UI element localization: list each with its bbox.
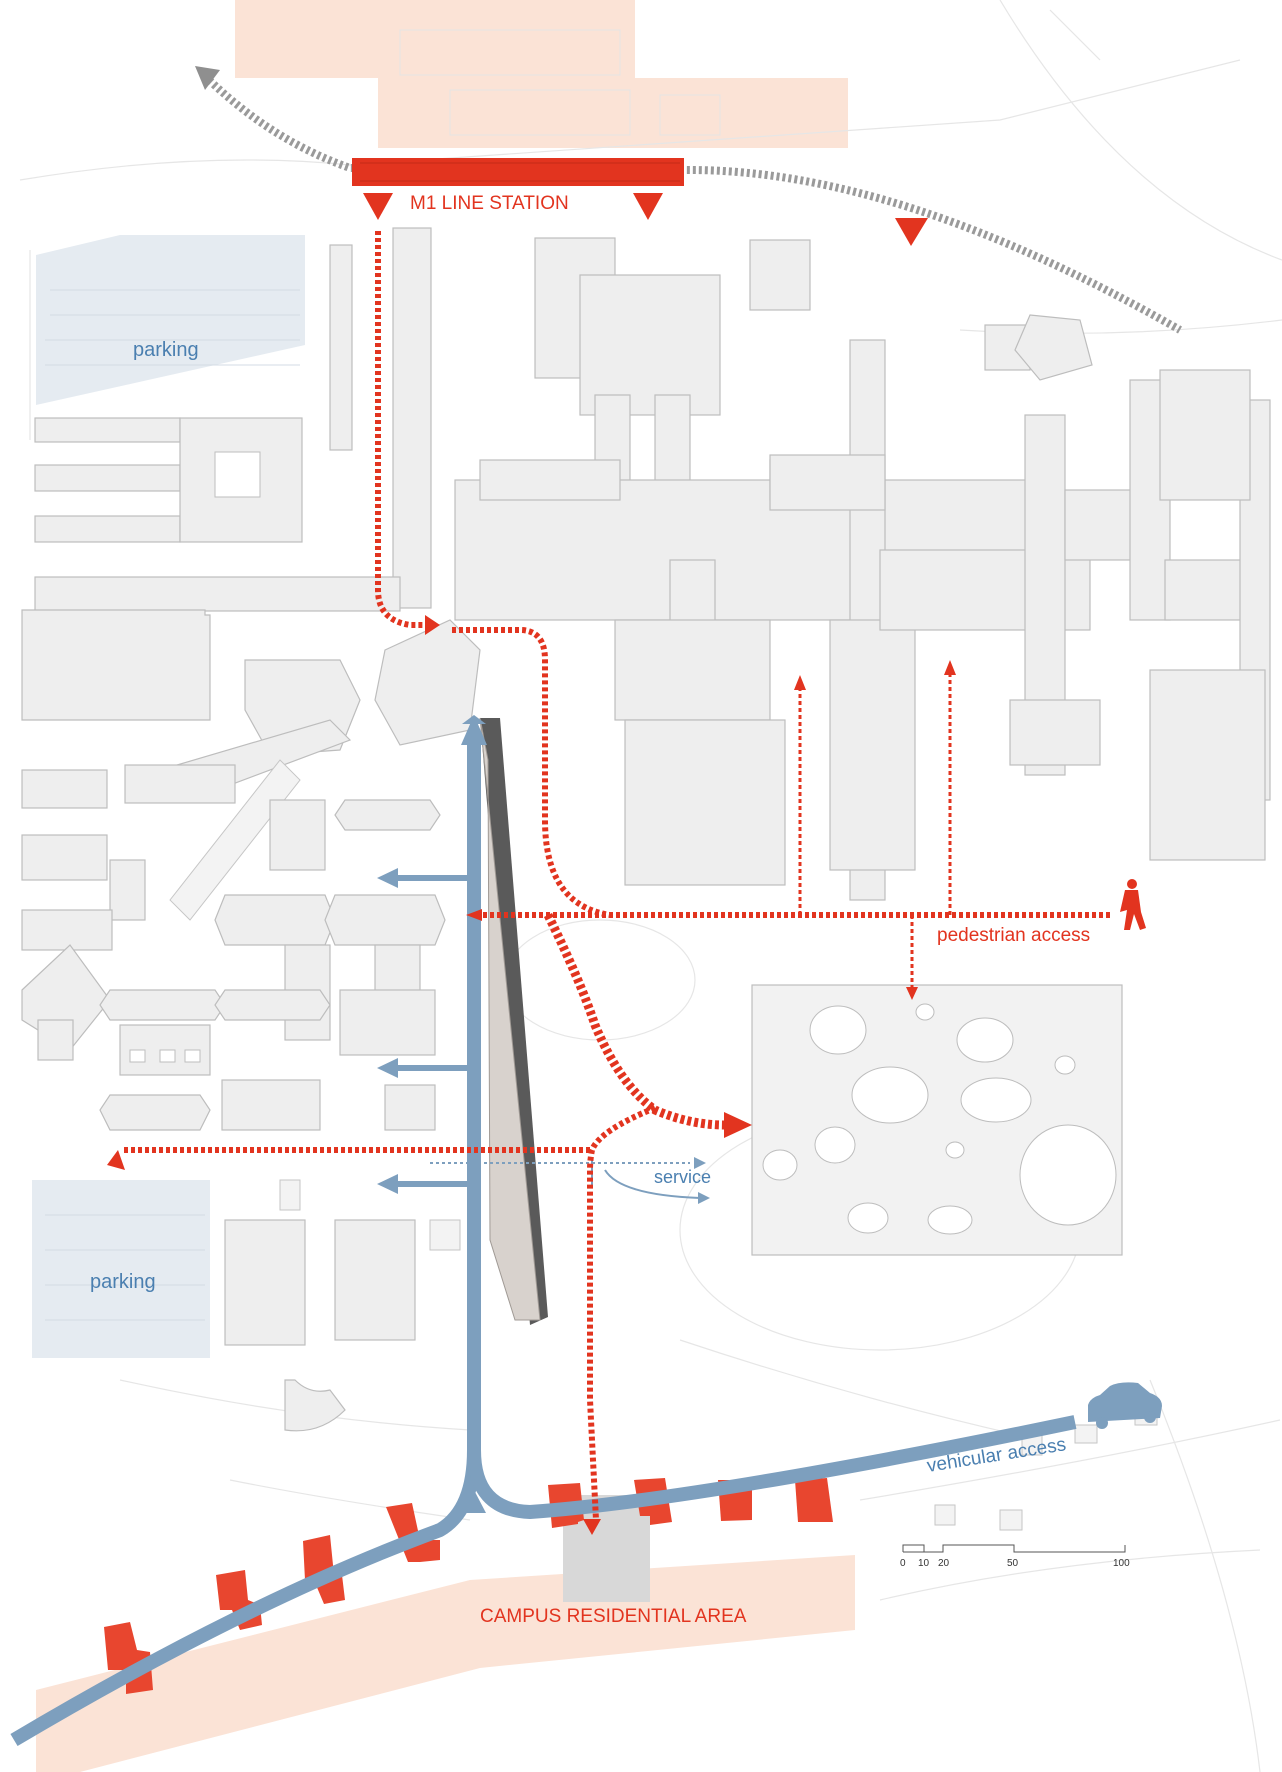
vehicular-arrow-entry-icon: [462, 1490, 486, 1513]
vehicular-branch-arrow-2-icon: [377, 1058, 398, 1078]
railway: [195, 66, 1182, 334]
scale-tick-10: 10: [918, 1558, 930, 1569]
pedestrian-arrow-new-building-icon: [724, 1112, 752, 1138]
top-zone-lower: [378, 78, 848, 148]
scale-tick-0: 0: [900, 1558, 906, 1569]
rail-direction-arrow-icon: [195, 66, 220, 90]
pedestrian-route-south: [587, 1105, 657, 1521]
pedestrian-arrow-south-icon: [583, 1519, 601, 1535]
pedestrian-route-east: [452, 627, 611, 918]
parking-bottom-label: parking: [90, 1271, 156, 1293]
vehicular-main-road: [10, 740, 481, 1747]
scale-tick-100: 100: [1113, 1558, 1130, 1569]
vehicular-routes: [10, 715, 1077, 1747]
top-industrial-buildings: [399, 29, 721, 136]
vehicular-branch-arrow-3-icon: [377, 1174, 398, 1194]
residential-area-label: CAMPUS RESIDENTIAL AREA: [480, 1606, 747, 1627]
scale-tick-50: 50: [1007, 1558, 1019, 1569]
pedestrian-route-station: [375, 231, 428, 628]
pedestrian-icon: [1120, 879, 1146, 930]
parking-area-top: [36, 235, 305, 405]
residential-block-6: [303, 1535, 345, 1604]
pedestrian-arrow-west-icon: [107, 1150, 125, 1170]
pedestrian-access-label: pedestrian access: [937, 925, 1090, 946]
service-label: service: [654, 1167, 711, 1187]
station-platform: [352, 158, 684, 186]
scale-bar: 0 10 20 50 100: [900, 1544, 1130, 1569]
top-zone: [235, 0, 635, 78]
central-canopy: [479, 717, 548, 1325]
station-label: M1 LINE STATION: [410, 193, 569, 214]
vehicular-east-road: [467, 1415, 1077, 1519]
new-building-plan: [751, 984, 1123, 1256]
station-entry-arrow-icon: [363, 193, 393, 220]
residential-zone: [36, 1555, 855, 1772]
m1-station: [352, 158, 928, 246]
service-arrow-icon: [698, 1192, 710, 1204]
buildings: [21, 227, 1271, 1531]
parking-area-bottom: [32, 1180, 210, 1358]
vehicular-branch-arrow-1-icon: [377, 868, 398, 888]
residential-block-5: [386, 1503, 440, 1562]
pedestrian-route-to-new-building: [543, 913, 726, 1130]
vehicular-arrow-north-icon: [461, 715, 487, 745]
station-entry-arrow-icon-3: [895, 218, 928, 246]
car-icon: [1088, 1382, 1162, 1429]
residential-block-4: [795, 1478, 833, 1522]
parking-top-label: parking: [133, 339, 199, 361]
background-zones: [32, 0, 855, 1772]
pedestrian-routes: [107, 231, 1110, 1535]
station-entry-arrow-icon-2: [633, 193, 663, 220]
scale-tick-20: 20: [938, 1558, 950, 1569]
